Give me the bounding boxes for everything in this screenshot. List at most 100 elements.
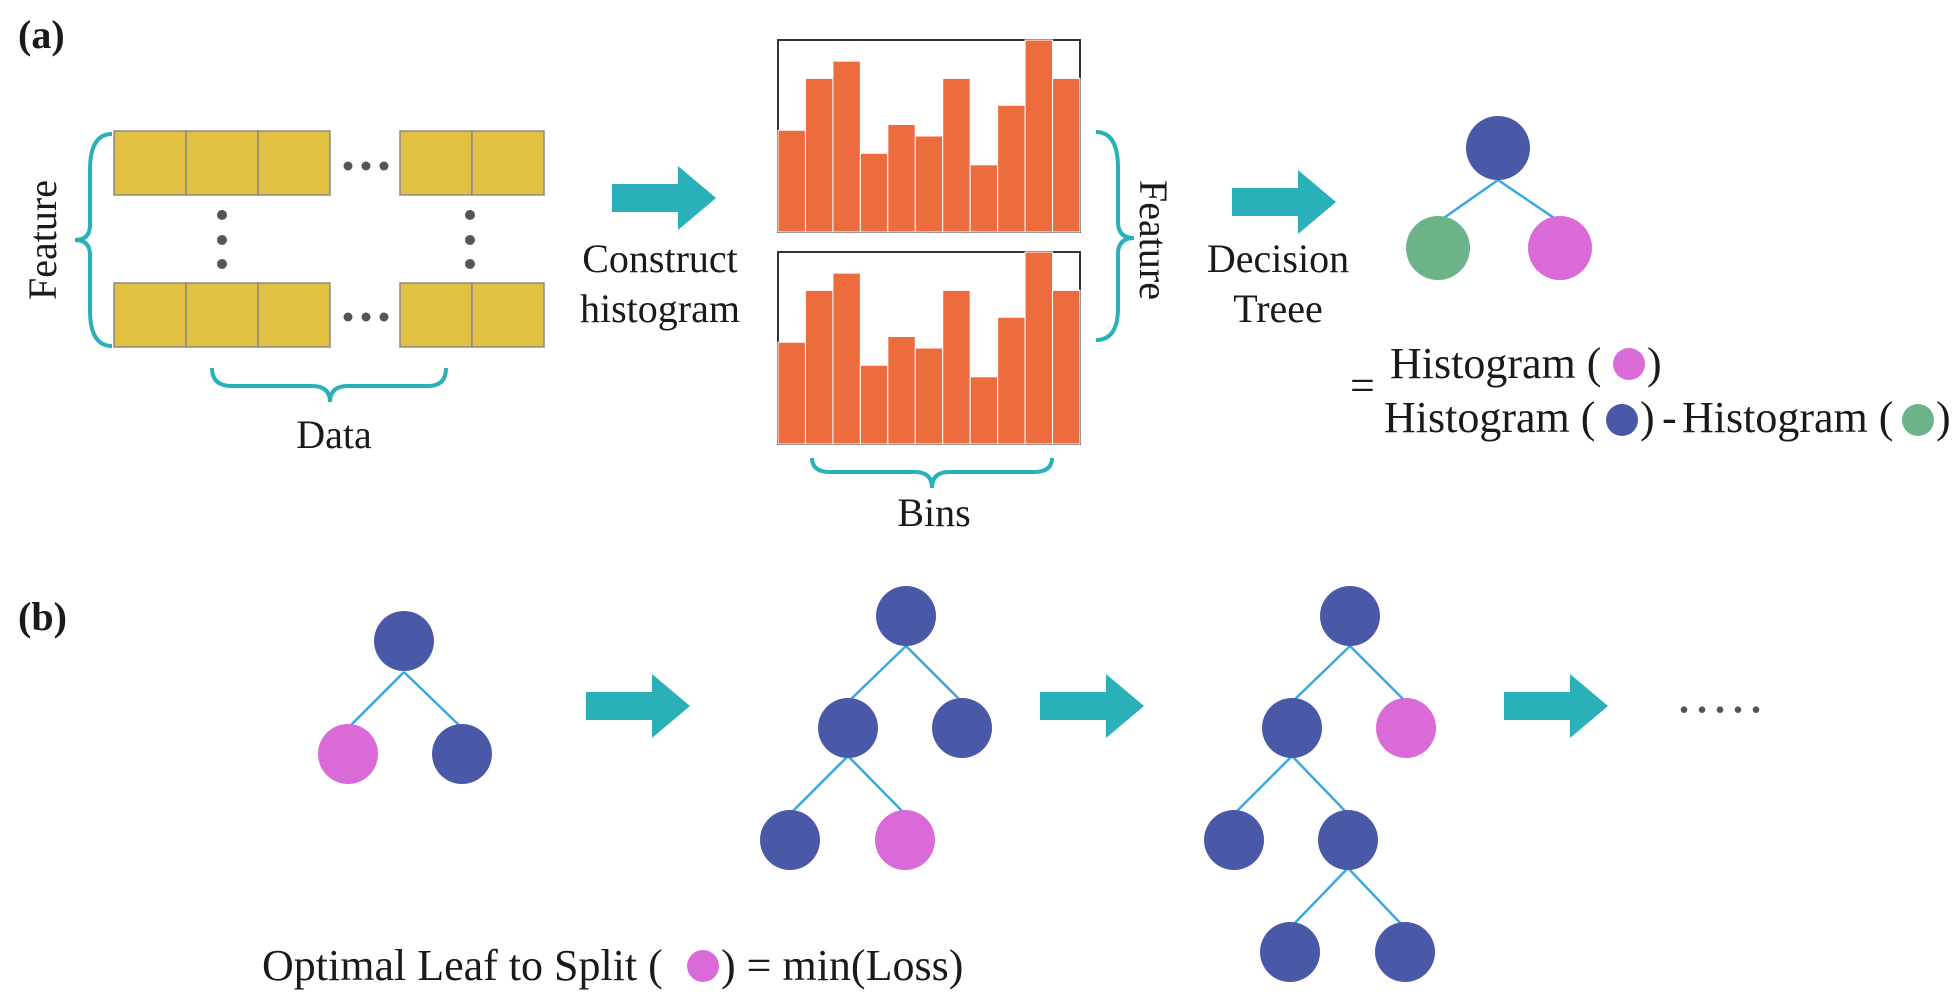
continuation-ellipsis: ..... [1677, 663, 1767, 725]
equation-numerator-suffix: ) [1647, 339, 1662, 388]
histogram-bar [859, 152, 889, 233]
data-matrix [113, 130, 545, 348]
feature-label-right: Feature [1131, 180, 1176, 300]
tree-node [432, 724, 492, 784]
equation-denominator-part1-suffix: ) [1640, 393, 1655, 442]
histogram-bar [804, 77, 834, 233]
histogram-bar [832, 272, 861, 445]
caption-suffix: ) = min(Loss) [721, 941, 963, 990]
data-cell [399, 130, 473, 196]
histogram-bar [969, 164, 999, 233]
tree-node-split-candidate [875, 810, 935, 870]
leaf-wise-tree-step1 [318, 611, 492, 784]
bins-label: Bins [897, 490, 970, 535]
histogram-bar [997, 316, 1026, 445]
feature-label-left: Feature [20, 180, 65, 300]
arrow-right-icon [612, 166, 716, 230]
equals-sign: = [1350, 361, 1375, 410]
histogram-bar [1052, 289, 1081, 445]
histogram-bar [804, 289, 834, 445]
ellipsis-dots-vertical [217, 210, 475, 269]
arrow-right-icon [1040, 674, 1144, 738]
equation-denominator-part2-suffix: ) [1936, 393, 1951, 442]
panel-b-label: (b) [18, 594, 67, 639]
data-row-bottom [113, 282, 545, 348]
tree-node-parent [1466, 116, 1530, 180]
data-brace [210, 367, 448, 403]
leaf-wise-tree-step3 [1204, 586, 1436, 982]
tree-node [760, 810, 820, 870]
ellipsis-dots-horizontal [343, 161, 389, 322]
histogram-bars [777, 251, 1081, 445]
tree-node [1204, 810, 1264, 870]
arrow-right-icon [586, 674, 690, 738]
decision-label-line2: Treee [1233, 286, 1323, 331]
blue-node-icon [1606, 404, 1638, 436]
tree-node [932, 698, 992, 758]
tree-node-split-candidate [1376, 698, 1436, 758]
histogram-subtraction-equation: = Histogram ( ) Histogram ( ) - Histogra… [1350, 339, 1951, 442]
tree-node-left-green [1406, 216, 1470, 280]
histogram-bar [777, 129, 806, 233]
minus-sign: - [1662, 393, 1677, 442]
arrow-right-icon [1504, 674, 1608, 738]
histogram-bar [832, 60, 861, 233]
histogram-bar [859, 364, 889, 445]
histogram-bar [942, 77, 971, 233]
panel-a-label: (a) [18, 12, 65, 57]
data-cell [399, 282, 473, 348]
data-row-top [113, 130, 545, 196]
tree-node [374, 611, 434, 671]
tree-node [876, 586, 936, 646]
bins-brace [810, 457, 1054, 489]
feature-brace-right [1095, 130, 1135, 342]
construct-label-line2: histogram [580, 286, 740, 331]
construct-label-line1: Construct [582, 236, 738, 281]
tree-node [1262, 698, 1322, 758]
leaf-wise-tree-step2 [760, 586, 992, 870]
histogram-bar [1024, 251, 1054, 445]
histogram-bar [777, 341, 806, 445]
data-cell [113, 130, 187, 196]
tree-node [1375, 922, 1435, 982]
histogram-bar [914, 135, 944, 233]
histogram-bar [1024, 39, 1054, 233]
data-cell [185, 282, 259, 348]
decision-tree-small [1406, 116, 1592, 280]
optimal-leaf-caption: Optimal Leaf to Split ( ) = min(Loss) [262, 941, 963, 990]
histogram-bar [887, 123, 916, 233]
tree-node-right-pink [1528, 216, 1592, 280]
histogram-bar [1052, 77, 1081, 233]
histogram-bar [914, 347, 944, 445]
histogram-bottom [777, 251, 1081, 445]
data-cell [257, 130, 331, 196]
histogram-bar [969, 376, 999, 445]
histogram-top [777, 39, 1081, 233]
data-cell [471, 282, 545, 348]
histogram-bars [777, 39, 1081, 233]
feature-brace-left [74, 132, 113, 348]
tree-node-split-candidate [318, 724, 378, 784]
arrow-right-icon [1232, 170, 1336, 234]
equation-denominator-part1-prefix: Histogram ( [1384, 393, 1595, 442]
equation-denominator-part2-prefix: Histogram ( [1682, 393, 1893, 442]
data-cell [471, 130, 545, 196]
data-cell [113, 282, 187, 348]
data-cell [257, 282, 331, 348]
green-node-icon [1902, 404, 1934, 436]
tree-node [1260, 922, 1320, 982]
data-cell [185, 130, 259, 196]
tree-node [818, 698, 878, 758]
pink-node-icon [1613, 348, 1645, 380]
caption-prefix: Optimal Leaf to Split ( [262, 941, 663, 990]
data-label: Data [296, 412, 372, 457]
tree-node [1318, 810, 1378, 870]
histogram-bar [997, 104, 1026, 233]
histogram-bar [887, 335, 916, 445]
equation-numerator-prefix: Histogram ( [1390, 339, 1601, 388]
histogram-bar [942, 289, 971, 445]
pink-node-icon [687, 950, 719, 982]
decision-label-line1: Decision [1207, 236, 1349, 281]
tree-node [1320, 586, 1380, 646]
